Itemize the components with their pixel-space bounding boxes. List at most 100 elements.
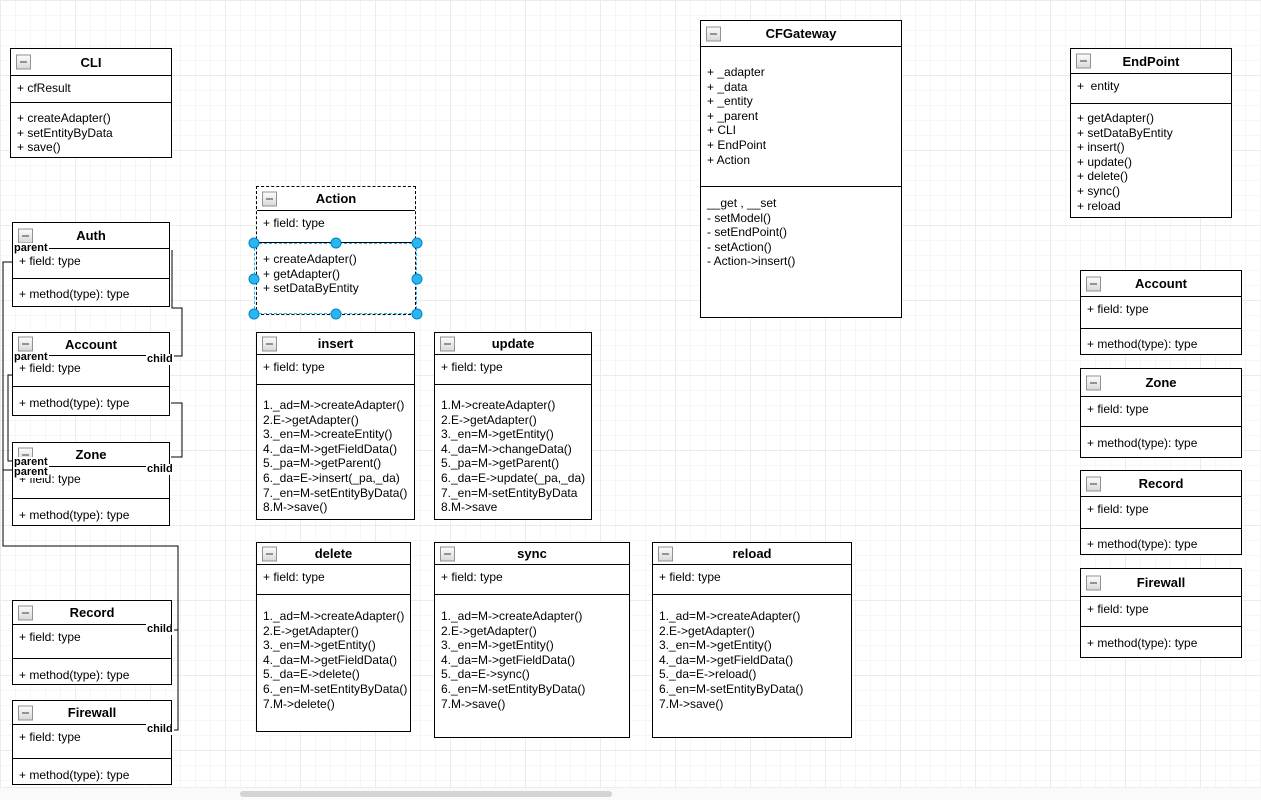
class-fields-section: + field: type — [1081, 296, 1241, 328]
field-item: + field: type — [19, 730, 81, 744]
selection-handle[interactable] — [330, 308, 341, 320]
field-item: + field: type — [659, 570, 721, 584]
method-item: 6._da=E->insert(_pa,_da) — [263, 470, 400, 485]
collapse-icon[interactable] — [658, 546, 673, 561]
minus-glyph — [22, 612, 29, 613]
class-box-zone-left[interactable]: Zone+ field: type+ method(type): type — [12, 442, 170, 526]
class-fields-section: + field: type — [257, 564, 410, 594]
field-item: + field: type — [1087, 302, 1149, 316]
class-fields-section: + field: type — [1081, 396, 1241, 426]
collapse-icon[interactable] — [262, 546, 277, 561]
minus-glyph — [1090, 382, 1097, 383]
class-box-auth[interactable]: Auth+ field: type+ method(type): type — [12, 222, 170, 307]
class-title-row: sync — [435, 543, 629, 564]
class-box-account-right[interactable]: Account+ field: type+ method(type): type — [1080, 270, 1242, 355]
collapse-icon[interactable] — [18, 605, 33, 620]
method-item: + setDataByEntity — [1077, 125, 1173, 140]
field-item: + field: type — [1087, 502, 1149, 516]
field-item: + field: type — [263, 360, 325, 374]
method-item: 7._en=M-setEntityByData — [441, 485, 578, 500]
class-box-firewall-left[interactable]: Firewall+ field: type+ method(type): typ… — [12, 700, 172, 785]
horizontal-scrollbar[interactable] — [0, 787, 1261, 800]
class-box-reload[interactable]: reload + field: type 1._ad=M->createAdapte… — [652, 542, 852, 738]
class-title: update — [491, 336, 535, 351]
class-fields-section: + field: type — [13, 355, 169, 386]
class-methods-section: + createAdapter()+ setEntityByData+ save… — [11, 102, 171, 157]
collapse-icon[interactable] — [706, 26, 721, 41]
field-item: + _adapter — [707, 65, 765, 79]
minus-glyph — [444, 553, 451, 554]
class-box-firewall-right[interactable]: Firewall + field: type + method(type): typ… — [1080, 568, 1242, 658]
class-fields-section: + field: type — [13, 248, 169, 278]
collapse-icon[interactable] — [1086, 575, 1101, 590]
field-item: + field: type — [1087, 602, 1149, 616]
collapse-icon[interactable] — [1086, 476, 1101, 491]
collapse-icon[interactable] — [262, 336, 277, 351]
selection-handle[interactable] — [248, 308, 260, 320]
class-box-action[interactable]: Action+ field: type+ createAdapter()+ ge… — [256, 186, 416, 315]
method-item: 2.E->getAdapter() — [263, 412, 359, 427]
class-box-endpoint[interactable]: EndPoint+ entity+ getAdapter()+ setDataB… — [1070, 48, 1232, 218]
method-item: 4._da=M->getFieldData() — [263, 441, 398, 456]
class-box-zone-right[interactable]: Zone+ field: type+ method(type): type — [1080, 368, 1242, 458]
method-item: 3._en=M->getEntity() — [441, 638, 554, 653]
class-box-account-left[interactable]: Account+ field: type+ method(type): type — [12, 332, 170, 416]
class-methods-section: + method(type): type — [13, 278, 169, 306]
class-fields-section: + entity — [1071, 73, 1231, 103]
class-methods-section: 1.M->createAdapter()2.E->getAdapter()3._… — [435, 384, 591, 519]
collapse-icon[interactable] — [18, 228, 33, 243]
minus-glyph — [444, 343, 451, 344]
method-item: 7.M->save() — [441, 696, 506, 711]
class-title: delete — [314, 546, 353, 561]
selection-handle[interactable] — [411, 308, 423, 320]
selection-handle[interactable] — [411, 273, 423, 284]
class-title-row: insert — [257, 333, 414, 354]
method-item: 5._pa=M->getParent() — [441, 456, 560, 471]
class-title: reload — [732, 546, 772, 561]
method-item: - Action->insert() — [707, 254, 796, 269]
class-box-cli[interactable]: CLI+ cfResult+ createAdapter()+ setEntit… — [10, 48, 172, 158]
method-item: 2.E->getAdapter() — [659, 623, 755, 638]
selection-handle[interactable] — [248, 237, 260, 249]
class-title: Record — [1138, 476, 1184, 491]
method-item: 4._da=M->changeData() — [441, 441, 572, 456]
collapse-icon[interactable] — [18, 336, 33, 352]
method-item: 1._ad=M->createAdapter() — [659, 609, 801, 623]
collapse-icon[interactable] — [262, 191, 277, 206]
class-fields-section: + field: type — [1081, 596, 1241, 626]
class-title: Account — [1135, 276, 1187, 291]
selection-handle[interactable] — [248, 273, 260, 284]
class-title-row: Firewall — [1081, 569, 1241, 596]
class-methods-section: + method(type): type — [13, 758, 171, 784]
class-box-record-left[interactable]: Record+ field: type+ method(type): type — [12, 600, 172, 685]
edge-label-child: child — [146, 623, 174, 635]
selection-handle[interactable] — [330, 237, 341, 249]
minus-glyph — [662, 553, 669, 554]
method-item: + method(type): type — [1087, 636, 1198, 650]
method-item: 4._da=M->getFieldData() — [263, 652, 398, 667]
collapse-icon[interactable] — [16, 54, 31, 70]
class-title: insert — [317, 336, 354, 351]
method-item: 4._da=M->getFieldData() — [659, 652, 794, 667]
collapse-icon[interactable] — [1086, 375, 1101, 390]
class-title: EndPoint — [1122, 53, 1180, 69]
collapse-icon[interactable] — [18, 705, 33, 720]
class-title-row: CLI — [11, 49, 171, 75]
class-box-record-right[interactable]: Record+ field: type+ method(type): type — [1080, 470, 1242, 555]
class-methods-section: + method(type): type — [13, 386, 169, 415]
class-box-cfgateway[interactable]: CFGateway+ _adapter+ _data+ _entity+ _pa… — [700, 20, 902, 318]
class-title-row: update — [435, 333, 591, 354]
collapse-icon[interactable] — [1086, 276, 1101, 291]
collapse-icon[interactable] — [1076, 53, 1091, 69]
class-title-row: Zone — [1081, 369, 1241, 396]
collapse-icon[interactable] — [440, 336, 455, 351]
selection-handle[interactable] — [411, 237, 423, 249]
class-title-row: delete — [257, 543, 410, 564]
collapse-icon[interactable] — [440, 546, 455, 561]
scrollbar-thumb[interactable] — [240, 791, 612, 797]
